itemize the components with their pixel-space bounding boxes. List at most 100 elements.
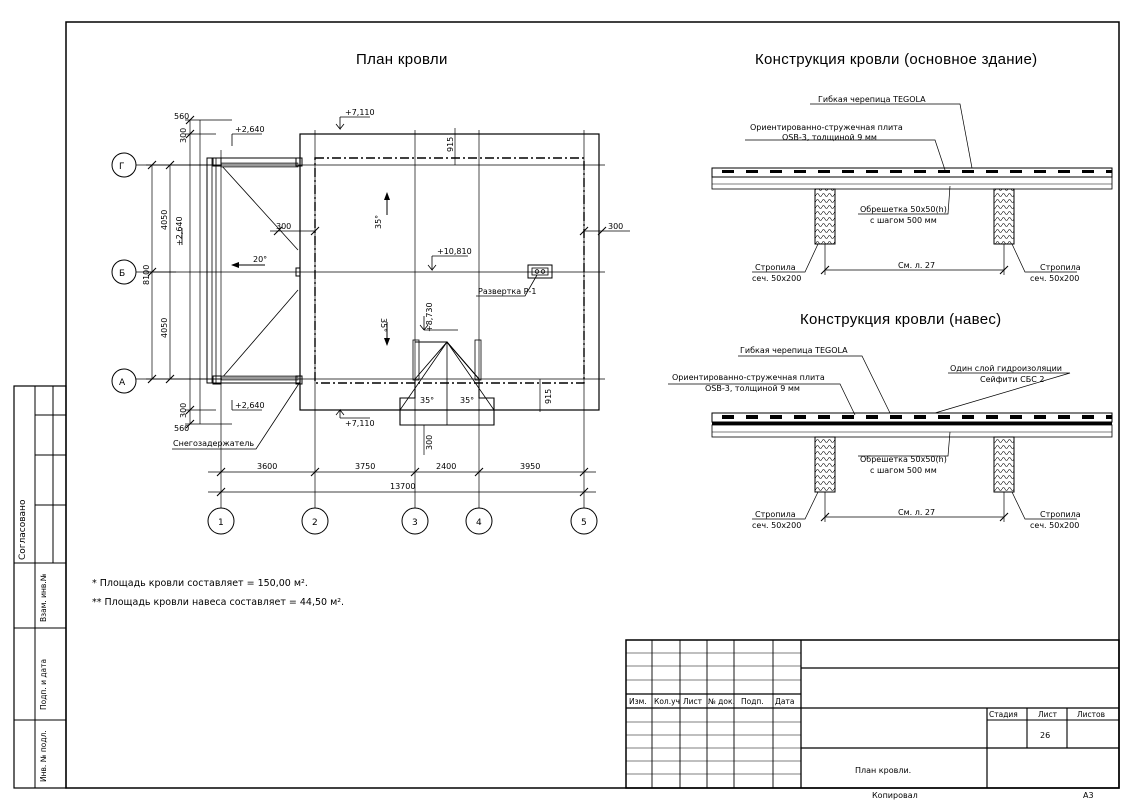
canopy-waterproof-label-1: Один слой гидроизоляции xyxy=(950,364,1062,373)
slope-porch-right: 35° xyxy=(460,396,474,405)
dim-3750: 3750 xyxy=(355,462,375,471)
vent-symbol xyxy=(527,264,553,279)
dim-300-bottom: 300 xyxy=(179,403,188,418)
dim-ticks xyxy=(147,115,607,497)
main-rafter-left-2: сеч. 50х200 xyxy=(752,274,801,283)
canopy-rafter-right-1: Стропила xyxy=(1040,510,1081,519)
stamp-inv: Инв. № подл. xyxy=(39,730,48,782)
main-osb-label-2: OSB-3, толщиной 9 мм xyxy=(782,133,877,142)
tb-format: А3 xyxy=(1083,791,1094,800)
tb-list: Лист xyxy=(683,697,703,706)
level-porch: +8,730 xyxy=(425,302,434,332)
axis-row-b: Б xyxy=(119,269,125,279)
dim-bottom xyxy=(208,471,596,493)
tb-stadiya: Стадия xyxy=(989,710,1018,719)
dim-4050-lower: 4050 xyxy=(160,318,169,338)
canopy-osb-label-2: OSB-3, толщиной 9 мм xyxy=(705,384,800,393)
main-rafter-left-1: Стропила xyxy=(755,263,796,272)
plan-title: План кровли xyxy=(356,51,448,68)
dim-915-bottom: 915 xyxy=(544,389,553,404)
callout-snow: Снегозадержатель xyxy=(173,439,254,448)
main-lath-label-1: Обрешетка 50х50(h) xyxy=(860,205,947,214)
axis-col-4: 4 xyxy=(476,518,482,528)
tb-ndok: № док. xyxy=(708,697,735,706)
tb-kol: Кол.уч xyxy=(654,697,680,706)
section-canopy-ticks xyxy=(820,512,1009,522)
tb-list-header: Лист xyxy=(1038,710,1058,719)
dim-300-porch: 300 xyxy=(425,435,434,450)
canopy-osb-label-1: Ориентированно-стружечная плита xyxy=(672,373,825,382)
tb-copied: Копировал xyxy=(872,791,918,800)
canopy-ref: См. л. 27 xyxy=(898,508,935,517)
level-ridge: +10,810 xyxy=(437,247,472,256)
axis-col-3: 3 xyxy=(412,518,418,528)
section-main-ticks xyxy=(820,265,1009,275)
main-rafter-right-1: Стропила xyxy=(1040,263,1081,272)
stamp-agreed: Согласовано xyxy=(18,499,28,560)
tb-listov-header: Листов xyxy=(1077,710,1105,719)
canopy-construction-title: Конструкция кровли (навес) xyxy=(800,311,1001,328)
dim-3600: 3600 xyxy=(257,462,277,471)
level-canopy-top: +2,640 xyxy=(235,125,265,134)
main-shingle-label: Гибкая черепица TEGOLA xyxy=(818,95,926,104)
slope-porch-left: 35° xyxy=(420,396,434,405)
note-roof-area: * Площадь кровли составляет = 150,00 м². xyxy=(92,578,308,589)
axis-row-g: Г xyxy=(119,162,125,172)
axis-lines xyxy=(136,130,605,510)
section-canopy xyxy=(668,355,1113,522)
roof-plan xyxy=(136,119,630,510)
dim-3950: 3950 xyxy=(520,462,540,471)
main-rafter-right-2: сеч. 50х200 xyxy=(1030,274,1079,283)
callout-razvertka: Развертка Р-1 xyxy=(478,287,536,296)
axis-col-2: 2 xyxy=(312,518,318,528)
axis-col-5: 5 xyxy=(581,518,587,528)
main-osb-label-1: Ориентированно-стружечная плита xyxy=(750,123,903,132)
section-main xyxy=(711,103,1113,275)
dim-left xyxy=(146,119,232,425)
main-construction-title: Конструкция кровли (основное здание) xyxy=(755,51,1037,68)
canopy-lath-label-2: с шагом 500 мм xyxy=(870,466,937,475)
canopy-shingle-label: Гибкая черепица TEGOLA xyxy=(740,346,848,355)
dim-300-right: 300 xyxy=(608,222,623,231)
level-marks xyxy=(181,116,468,419)
dim-8100: 8100 xyxy=(142,265,151,285)
axis-row-a: А xyxy=(119,378,126,388)
main-ref: См. л. 27 xyxy=(898,261,935,270)
dim-560-bottom: 560 xyxy=(174,424,189,433)
stamp-vzam: Взам. инв.№ xyxy=(39,573,48,622)
dim-300-top: 300 xyxy=(179,128,188,143)
dim-13700: 13700 xyxy=(390,482,415,491)
slope-upper: 35° xyxy=(374,215,383,229)
main-lath-label-2: с шагом 500 мм xyxy=(870,216,937,225)
sheet-frame xyxy=(13,21,1120,789)
stamp-podp: Подп. и дата xyxy=(39,659,48,710)
axis-markers xyxy=(111,152,598,535)
slope-lower: 35° xyxy=(379,318,388,332)
level-canopy-mid: +2,640 xyxy=(175,216,184,246)
tb-data: Дата xyxy=(775,697,794,706)
wall-dashed xyxy=(314,157,585,384)
slope-arrows xyxy=(231,192,390,346)
tb-podp: Подп. xyxy=(741,697,764,706)
level-top: +7,110 xyxy=(345,108,375,117)
level-canopy-bottom: +2,640 xyxy=(235,401,265,410)
canopy-rafter-left-1: Стропила xyxy=(755,510,796,519)
slope-canopy: 20° xyxy=(253,255,267,264)
dim-4050-upper: 4050 xyxy=(160,210,169,230)
title-block xyxy=(625,639,1120,789)
canopy-rafter-left-2: сеч. 50х200 xyxy=(752,521,801,530)
canopy-lath-label-1: Обрешетка 50х50(h) xyxy=(860,455,947,464)
callout-lines xyxy=(172,274,538,450)
dim-2400: 2400 xyxy=(436,462,456,471)
note-canopy-area: ** Площадь кровли навеса составляет = 44… xyxy=(92,597,344,608)
axis-col-1: 1 xyxy=(218,518,224,528)
tb-sheet-name: План кровли. xyxy=(855,766,911,775)
dim-915-top: 915 xyxy=(446,137,455,152)
dim-300-left: 300 xyxy=(276,222,291,231)
dim-560-top: 560 xyxy=(174,112,189,121)
canopy-waterproof-label-2: Сейфити СБС 2 xyxy=(980,375,1044,384)
canopy-rafter-right-2: сеч. 50х200 xyxy=(1030,521,1079,530)
tb-sheet-number: 26 xyxy=(1040,731,1050,740)
level-bottom: +7,110 xyxy=(345,419,375,428)
